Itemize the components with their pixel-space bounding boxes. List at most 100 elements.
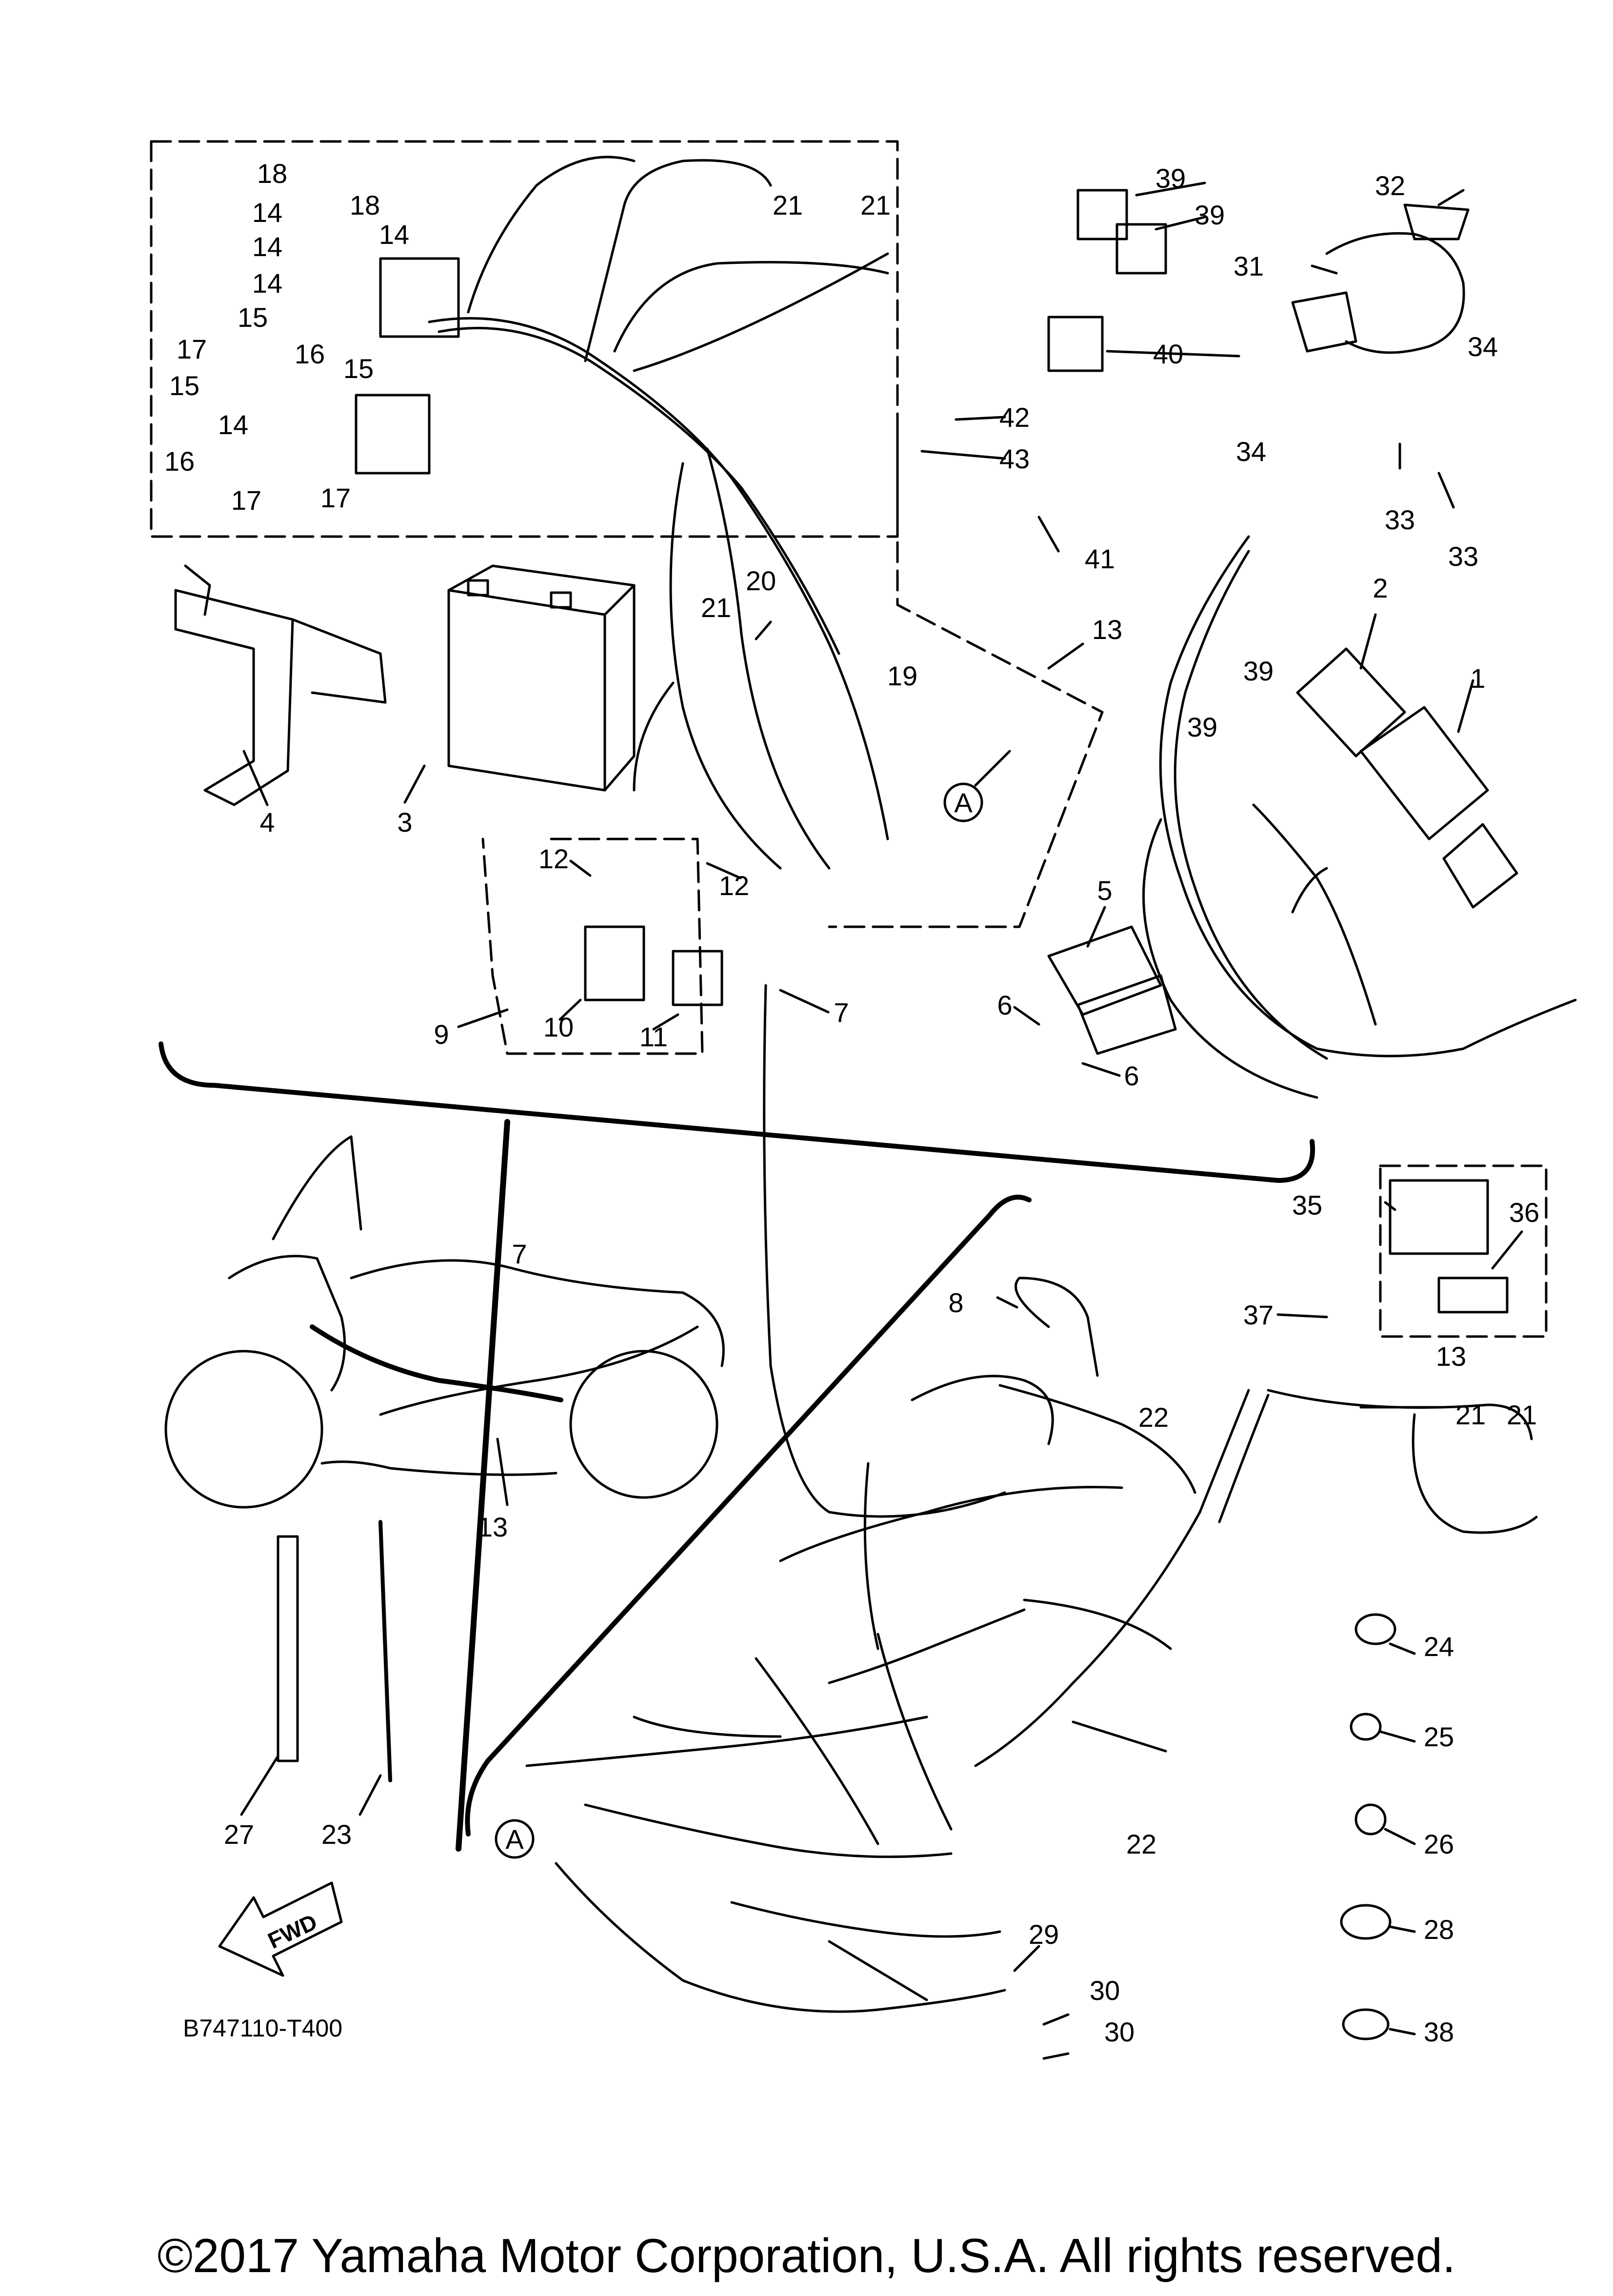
ignition-switch [1291, 203, 1470, 354]
copyright-notice: ©2017 Yamaha Motor Corporation, U.S.A. A… [157, 2229, 1456, 2282]
clamp-24 [1354, 1613, 1396, 1645]
callout-12: 12 [538, 843, 569, 874]
clamp-38 [1342, 2008, 1390, 2040]
callout-9: 9 [434, 1019, 449, 1050]
relay-39a [1076, 189, 1128, 240]
callout-15b: 15 [169, 370, 199, 401]
callout-22b: 22 [1126, 1829, 1156, 1859]
parts-diagram: 1 2 3 4 5 6 6 7 7 8 9 10 11 12 12 13 13 … [150, 140, 1577, 2060]
callout-19: 19 [887, 660, 917, 691]
fuse-box-upper [379, 257, 460, 338]
marker-a-upper [943, 782, 983, 822]
callout-21b: 21 [773, 190, 803, 220]
callout-17b: 17 [231, 485, 261, 516]
upper-panel-border [159, 1041, 1315, 1183]
relay-40 [1047, 316, 1104, 372]
callout-29: 29 [1029, 1919, 1059, 1950]
wire-harness-right [1159, 535, 1577, 1058]
callout-1: 1 [1470, 663, 1485, 694]
callout-21a: 21 [701, 592, 731, 623]
callout-33b: 33 [1448, 541, 1478, 572]
callout-3: 3 [397, 807, 412, 838]
clamp-28 [1340, 1904, 1392, 1940]
scooter-silhouette [164, 1135, 725, 1509]
callout-14c: 14 [252, 231, 282, 262]
callout-21d: 21 [1455, 1399, 1486, 1430]
callout-37: 37 [1243, 1299, 1274, 1330]
cable-tie-23 [378, 1520, 392, 1782]
callout-39b: 39 [1195, 200, 1225, 230]
callout-11: 11 [639, 1021, 668, 1052]
callout-21c: 21 [860, 190, 891, 220]
regulator [1047, 925, 1162, 1016]
module-2 [1296, 647, 1406, 758]
diagram-code: B747110-T400 [183, 2015, 342, 2042]
callout-43: 43 [999, 443, 1030, 474]
wire-harness-upper [428, 317, 889, 840]
callout-6b: 6 [1124, 1060, 1139, 1091]
panel-separator [456, 1119, 510, 1852]
clamp-26 [1354, 1803, 1387, 1836]
callout-26: 26 [1424, 1829, 1454, 1859]
callout-22a: 22 [1138, 1402, 1169, 1433]
callout-16a: 16 [295, 339, 325, 369]
callout-15c: 15 [343, 353, 374, 384]
smart-key [1437, 1277, 1509, 1314]
callout-39c: 39 [1243, 656, 1274, 686]
callout-40: 40 [1153, 339, 1183, 369]
wire-harness-lower [974, 1389, 1250, 1767]
motorcycle-frame [525, 1277, 1196, 2001]
callout-16b: 16 [164, 446, 195, 477]
callout-4: 4 [259, 807, 275, 838]
callout-13b: 13 [478, 1512, 508, 1542]
callout-14a: 14 [379, 219, 409, 250]
callout-6: 6 [997, 990, 1012, 1020]
callout-7: 7 [834, 997, 849, 1028]
callout-18b: 18 [350, 190, 380, 220]
callout-20: 20 [746, 565, 776, 596]
relay-group-border [481, 838, 704, 1055]
callout-23: 23 [321, 1819, 352, 1850]
callout-30b: 30 [1104, 2016, 1135, 2047]
callout-13c: 13 [1436, 1341, 1466, 1372]
callout-2: 2 [1373, 573, 1388, 603]
callout-7b: 7 [512, 1238, 527, 1269]
ecu-1 [1359, 706, 1489, 840]
fwd-arrow [218, 1881, 343, 1977]
callout-5: 5 [1097, 875, 1112, 906]
callout-36: 36 [1509, 1197, 1539, 1228]
callout-42: 42 [999, 402, 1030, 433]
callout-31: 31 [1234, 251, 1264, 281]
smart-key-unit [1389, 1179, 1489, 1255]
callout-14d: 14 [252, 268, 282, 299]
callout-17c: 17 [320, 482, 351, 513]
sensor-cable [555, 1862, 1006, 2013]
cable-tie-27 [277, 1535, 299, 1762]
callout-13: 13 [1092, 614, 1122, 645]
callout-15a: 15 [238, 302, 268, 333]
marker-a-lower [495, 1819, 535, 1859]
callout-39d: 39 [1187, 712, 1217, 742]
callout-17a: 17 [177, 334, 207, 364]
callout-39a: 39 [1155, 163, 1186, 194]
fuse-box-group-border [150, 140, 899, 538]
battery [447, 564, 636, 792]
callout-14e: 14 [218, 409, 248, 440]
callout-18a: 18 [257, 158, 287, 189]
callout-32: 32 [1375, 170, 1405, 201]
callout-28: 28 [1424, 1914, 1454, 1945]
callout-27: 27 [224, 1819, 254, 1850]
battery-band [174, 564, 387, 806]
callout-34a: 34 [1468, 331, 1498, 362]
starter-relay [672, 950, 723, 1006]
callout-25: 25 [1424, 1721, 1454, 1752]
callout-30a: 30 [1090, 1975, 1120, 2006]
callout-35: 35 [1292, 1190, 1322, 1220]
callout-14b: 14 [252, 197, 282, 228]
callout-24: 24 [1424, 1631, 1454, 1662]
callout-12b: 12 [719, 870, 749, 901]
clamp-25 [1350, 1713, 1382, 1741]
relay-39b [1115, 223, 1167, 275]
callout-34b: 34 [1236, 436, 1266, 467]
callout-41: 41 [1085, 543, 1115, 574]
